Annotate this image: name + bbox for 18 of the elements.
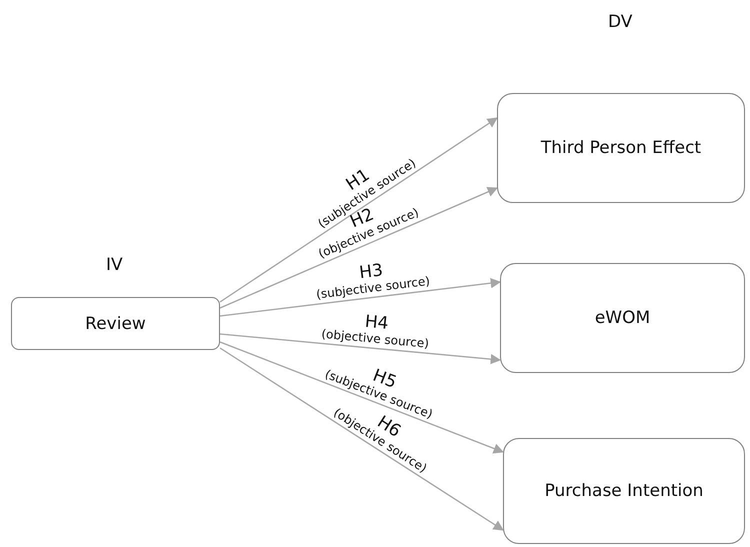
edge-label: H3 (subjective source): [314, 260, 430, 302]
rounded-box: [500, 263, 745, 373]
arrow: [220, 347, 504, 531]
node-label: Third Person Effect: [540, 138, 702, 158]
edge-label: H4 (objective source): [320, 311, 430, 351]
node-label: Review: [85, 314, 146, 334]
rounded-box: [497, 93, 745, 203]
arrow: [220, 278, 502, 317]
arrow: [220, 341, 504, 454]
rounded-box: [11, 297, 220, 350]
variable-label: DV: [608, 12, 632, 32]
variable-label: IV: [106, 255, 123, 275]
arrow: [220, 186, 498, 309]
arrow: [220, 333, 502, 364]
node-label: Purchase Intention: [544, 481, 704, 501]
node-label: eWOM: [594, 308, 650, 328]
rounded-box: [503, 438, 745, 544]
arrow: [220, 117, 498, 303]
